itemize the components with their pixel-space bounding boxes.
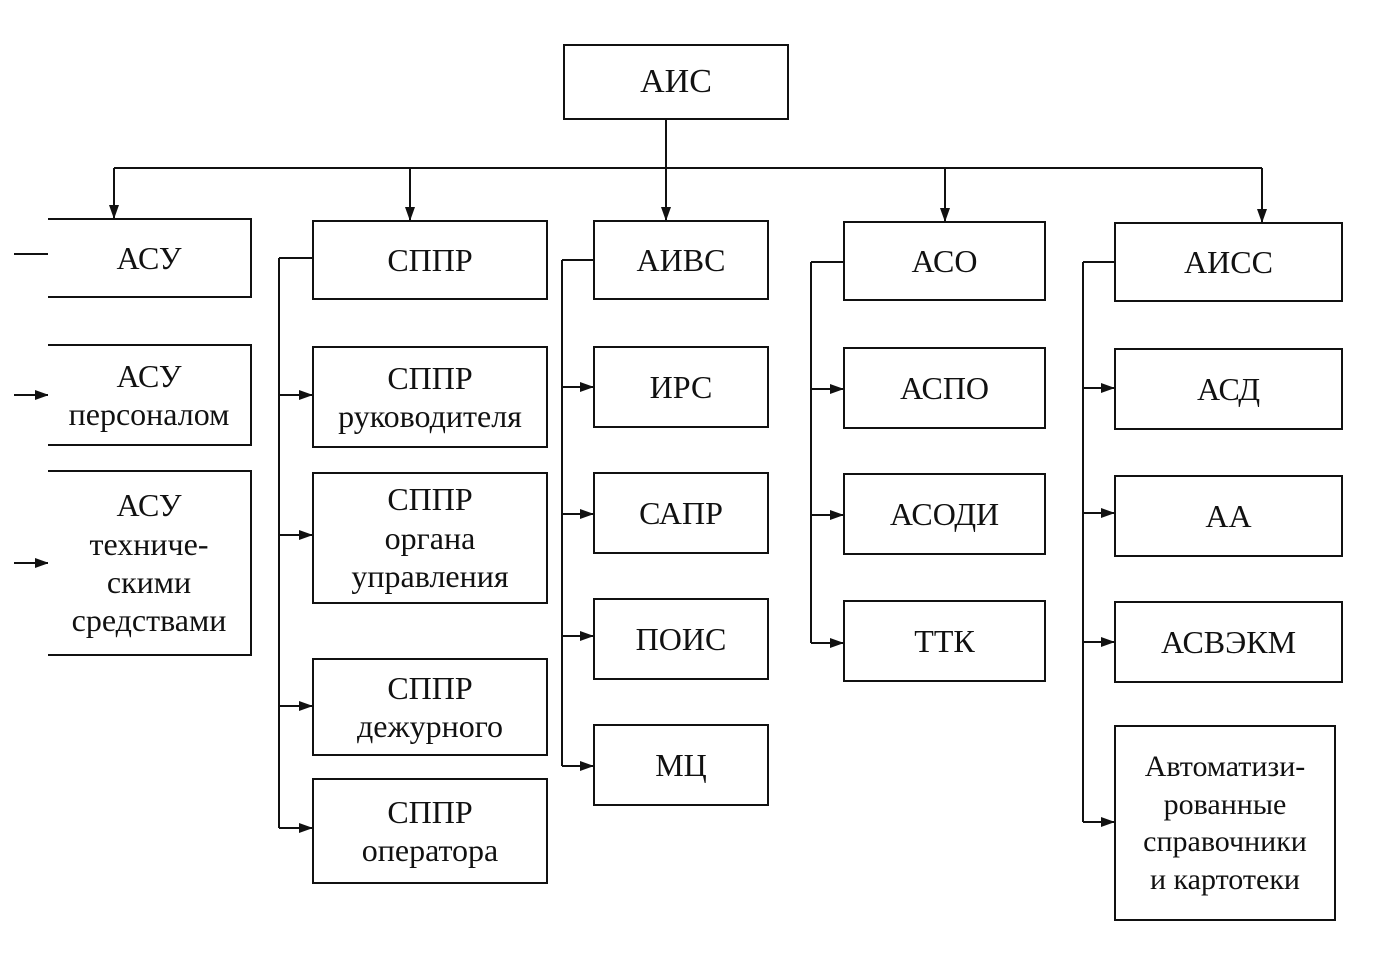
child-sppr-manager: СППР руководителя bbox=[312, 346, 548, 448]
group-head-aivs: АИВС bbox=[593, 220, 769, 300]
child-sppr-authority: СППР органа управления bbox=[312, 472, 548, 604]
child-aa: АА bbox=[1114, 475, 1343, 557]
child-asu-personnel: АСУ персоналом bbox=[48, 344, 252, 446]
child-asodi: АСОДИ bbox=[843, 473, 1046, 555]
child-asd: АСД bbox=[1114, 348, 1343, 430]
group-head-sppr: СППР bbox=[312, 220, 548, 300]
group-head-aiss: АИСС bbox=[1114, 222, 1343, 302]
child-ttk: ТТК bbox=[843, 600, 1046, 682]
child-sppr-operator: СППР оператора bbox=[312, 778, 548, 884]
child-sapr: САПР bbox=[593, 472, 769, 554]
child-sppr-duty: СППР дежурного bbox=[312, 658, 548, 756]
child-asvekm: АСВЭКМ bbox=[1114, 601, 1343, 683]
child-irs: ИРС bbox=[593, 346, 769, 428]
group-head-aso: АСО bbox=[843, 221, 1046, 301]
child-automated-references: Автоматизи- рованные справочники и карто… bbox=[1114, 725, 1336, 921]
child-pois: ПОИС bbox=[593, 598, 769, 680]
root-node-ais: АИС bbox=[563, 44, 789, 120]
child-asu-technical: АСУ техниче- скими средствами bbox=[48, 470, 252, 656]
child-aspo: АСПО bbox=[843, 347, 1046, 429]
child-mc: МЦ bbox=[593, 724, 769, 806]
group-head-asu: АСУ bbox=[48, 218, 252, 298]
